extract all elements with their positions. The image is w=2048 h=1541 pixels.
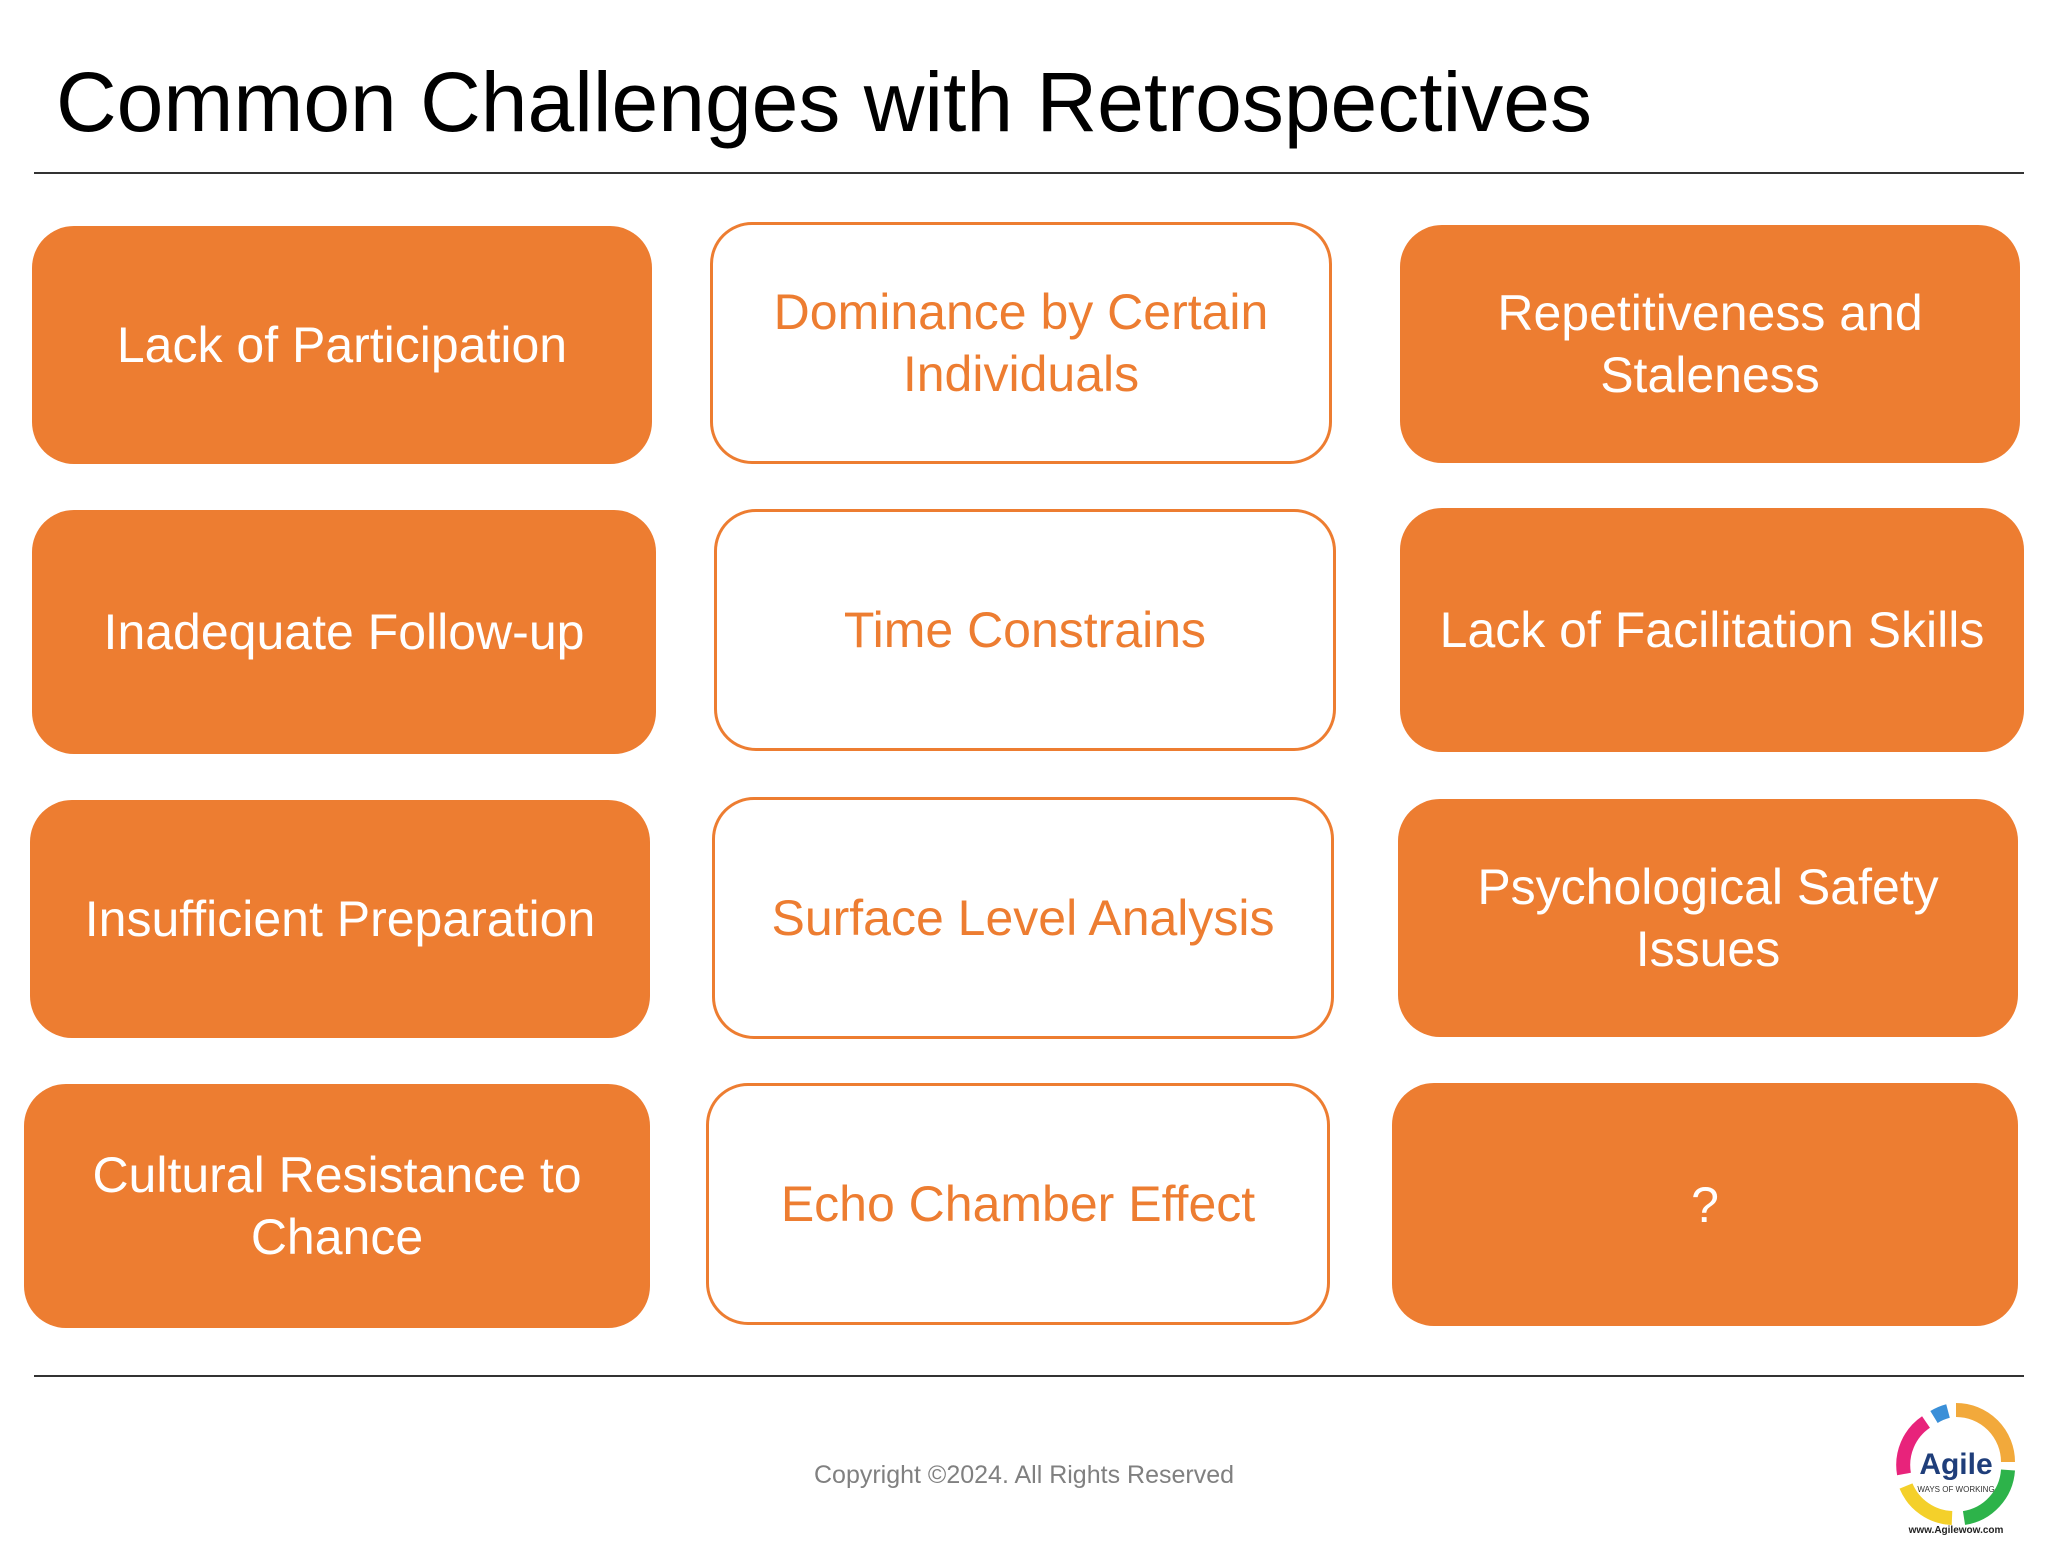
challenge-card-question: ? [1392, 1083, 2018, 1326]
challenge-card-repetitiveness: Repetitiveness and Staleness [1400, 225, 2020, 463]
challenge-card-insufficient-preparation: Insufficient Preparation [30, 800, 650, 1038]
challenge-card-lack-of-participation: Lack of Participation [32, 226, 652, 464]
challenge-card-time-constrains: Time Constrains [714, 509, 1336, 751]
challenge-card-cultural-resistance: Cultural Resistance to Chance [24, 1084, 650, 1328]
title-divider [34, 172, 2024, 174]
svg-text:Agile: Agile [1919, 1448, 1992, 1481]
challenge-card-facilitation-skills: Lack of Facilitation Skills [1400, 508, 2024, 752]
challenge-card-dominance: Dominance by Certain Individuals [710, 222, 1332, 464]
challenge-card-inadequate-follow-up: Inadequate Follow-up [32, 510, 656, 754]
challenge-card-psychological-safety: Psychological Safety Issues [1398, 799, 2018, 1037]
slide-title: Common Challenges with Retrospectives [56, 55, 1592, 149]
svg-text:WAYS OF WORKING: WAYS OF WORKING [1917, 1485, 1994, 1494]
challenge-card-echo-chamber: Echo Chamber Effect [706, 1083, 1330, 1325]
agile-wow-logo: Agile WAYS OF WORKING www.Agilewow.com [1886, 1396, 2026, 1536]
footer-divider [34, 1375, 2024, 1377]
copyright-text: Copyright ©2024. All Rights Reserved [813, 1461, 1235, 1489]
svg-text:www.Agilewow.com: www.Agilewow.com [1908, 1525, 2004, 1536]
challenge-card-surface-level-analysis: Surface Level Analysis [712, 797, 1334, 1039]
